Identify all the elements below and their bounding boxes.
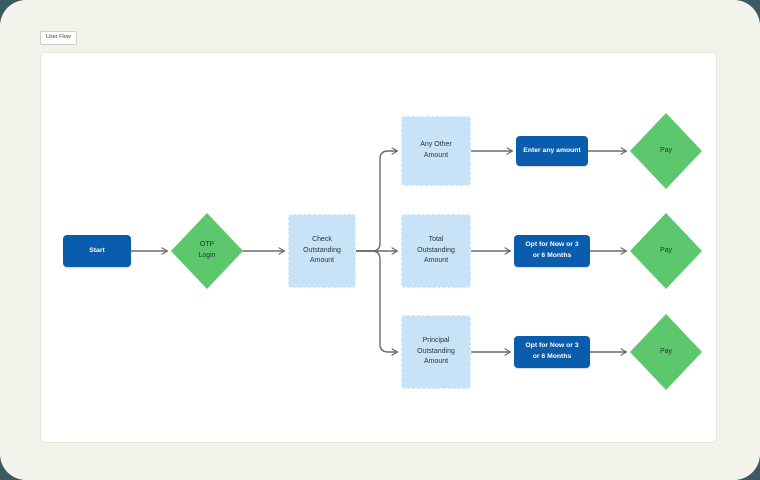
node-total-outstanding[interactable]: Total Outstanding Amount (401, 214, 471, 288)
node-check-outstanding-label: Check Outstanding Amount (303, 235, 341, 265)
node-pay-top-label: Pay (659, 146, 673, 154)
edge-check-to-principal[interactable] (355, 250, 399, 356)
diagram-canvas[interactable]: Start OTP Login Check Outstanding Amount… (40, 52, 717, 443)
node-pay-middle-label: Pay (659, 246, 673, 254)
node-start[interactable]: Start (63, 235, 131, 267)
node-principal-outstanding-label: Principal Outstanding Amount (417, 336, 455, 366)
node-opt-total[interactable]: Opt for Now or 3 or 6 Months (514, 235, 590, 267)
node-pay-bottom-label: Pay (659, 347, 673, 355)
flow-title-tab[interactable]: User Flow (40, 31, 77, 45)
node-principal-outstanding[interactable]: Principal Outstanding Amount (401, 315, 471, 389)
node-opt-principal[interactable]: Opt for Now or 3 or 6 Months (514, 336, 590, 368)
flow-title-label: User Flow (46, 34, 71, 40)
node-opt-principal-label: Opt for Now or 3 or 6 Months (525, 342, 579, 360)
connector-layer (130, 147, 628, 356)
node-otp-login-label: OTP Login (198, 241, 216, 259)
node-start-label: Start (89, 246, 105, 254)
node-any-other-amount-label: Any Other Amount (420, 141, 452, 159)
node-enter-any-amount[interactable]: Enter any amount (516, 136, 588, 166)
node-check-outstanding[interactable]: Check Outstanding Amount (288, 214, 356, 288)
node-opt-total-label: Opt for Now or 3 or 6 Months (525, 241, 579, 259)
node-any-other-amount[interactable]: Any Other Amount (401, 116, 471, 186)
edge-check-to-any-other[interactable] (355, 147, 399, 252)
node-enter-any-amount-label: Enter any amount (523, 146, 581, 154)
node-total-outstanding-label: Total Outstanding Amount (417, 235, 455, 265)
